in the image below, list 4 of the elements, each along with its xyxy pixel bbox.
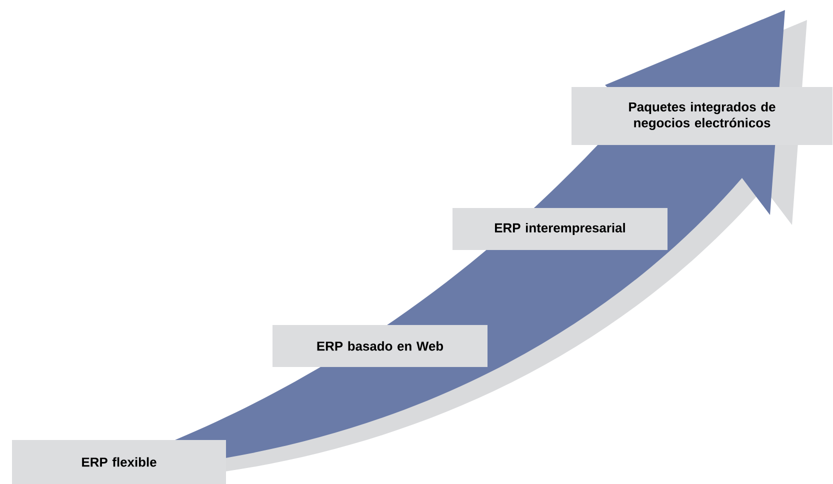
label-box: Paquetes integrados de negocios electrónicos <box>572 87 832 145</box>
label-box: ERP flexible <box>12 440 226 484</box>
label-box: ERP basado en Web <box>272 325 488 367</box>
label-box: ERP interempresarial <box>452 208 668 250</box>
